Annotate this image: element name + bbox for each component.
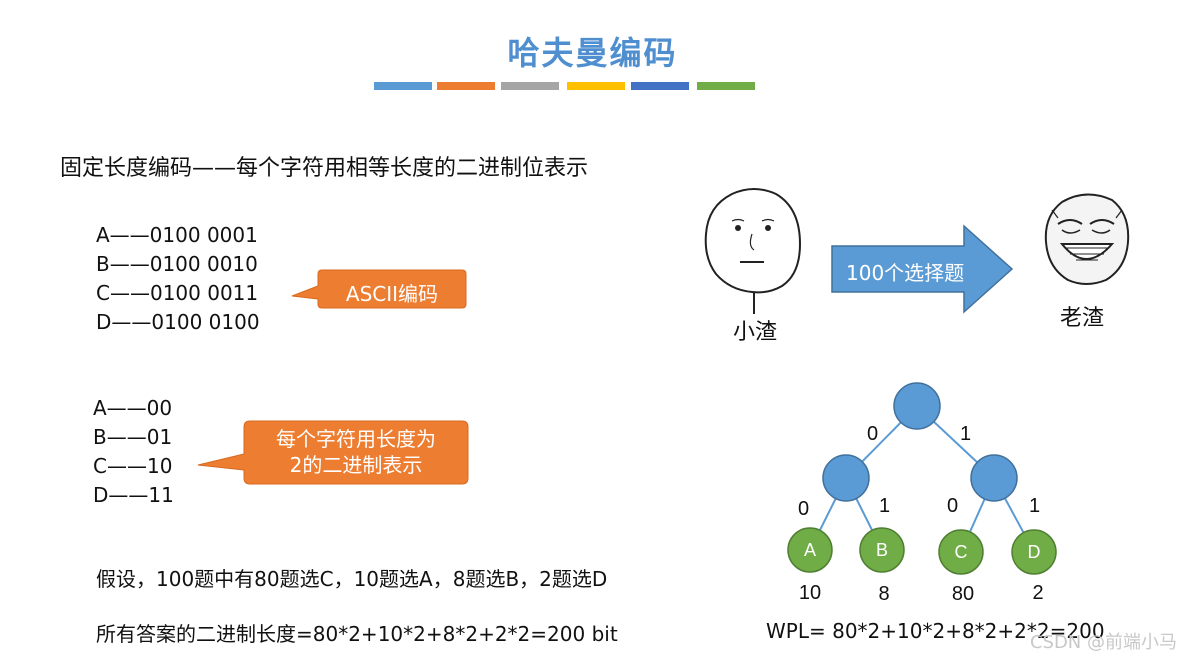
- edge-label-left-right: 1: [879, 495, 890, 517]
- right-face-label: 老渣: [1060, 306, 1105, 331]
- two-bit-callout: 每个字符用长度为 2的二进制表示: [246, 426, 466, 478]
- leaf-weight-d: 2: [1032, 582, 1043, 604]
- short-code-d: D——11: [93, 483, 174, 507]
- huffman-tree: 0 1 0 1 0 1 A B C D 10 8 80 2: [787, 382, 1057, 605]
- ascii-callout-shape: [291, 269, 467, 309]
- ascii-code-list: A——0100 0001 B——0100 0010 C——0100 0011 D…: [96, 221, 260, 337]
- two-bit-callout-line-2: 2的二进制表示: [289, 453, 423, 477]
- leaf-weight-a: 10: [799, 582, 821, 604]
- edge-label-root-left: 0: [867, 423, 878, 445]
- two-bit-callout-line-1: 每个字符用长度为: [276, 427, 436, 451]
- left-internal-node: [822, 454, 870, 502]
- color-stripe-2: [437, 82, 495, 90]
- short-code-list: A——00 B——01 C——10 D——11: [93, 394, 174, 510]
- ascii-callout: ASCII编码: [345, 282, 439, 306]
- leaf-node-c: [938, 529, 984, 575]
- leaf-node-b: [859, 527, 905, 573]
- leaf-letter-d: D: [1028, 542, 1041, 562]
- edge-label-right-right: 1: [1029, 495, 1040, 517]
- leaf-node-a: [787, 527, 833, 573]
- short-code-c: C——10: [93, 454, 173, 478]
- left-face-label: 小渣: [733, 320, 778, 345]
- leaf-weight-b: 8: [878, 583, 889, 605]
- page-title: 哈夫曼编码: [507, 34, 678, 72]
- ascii-code-b: B——0100 0010: [96, 252, 258, 276]
- watermark: CSDN @前端小马: [1029, 632, 1177, 653]
- edge-label-root-right: 1: [960, 423, 971, 445]
- leaf-node-d: [1011, 529, 1057, 575]
- arrow-label: 100个选择题: [846, 261, 965, 285]
- color-stripe-4: [567, 82, 625, 90]
- fixed-length-heading: 固定长度编码——每个字符用相等长度的二进制位表示: [60, 156, 589, 181]
- leaf-letter-a: A: [804, 540, 816, 560]
- color-stripe-5: [631, 82, 689, 90]
- color-stripe-3: [501, 82, 559, 90]
- right-internal-node: [970, 454, 1018, 502]
- ascii-code-d: D——0100 0100: [96, 310, 260, 334]
- color-stripe-6: [697, 82, 755, 90]
- two-bit-callout-shape: [197, 420, 469, 485]
- laughing-face-icon: [1044, 193, 1130, 285]
- ascii-code-c: C——0100 0011: [96, 281, 259, 305]
- poker-face-icon: [704, 188, 802, 314]
- short-code-b: B——01: [93, 425, 173, 449]
- total-length-text: 所有答案的二进制长度=80*2+10*2+8*2+2*2=200 bit: [96, 622, 618, 646]
- color-stripe-1: [374, 82, 432, 90]
- leaf-letter-b: B: [876, 540, 888, 560]
- edge-label-right-left: 0: [947, 495, 958, 517]
- ascii-code-a: A——0100 0001: [96, 223, 258, 247]
- leaf-letter-c: C: [955, 542, 968, 562]
- short-code-a: A——00: [93, 396, 173, 420]
- wpl-formula: WPL= 80*2+10*2+8*2+2*2=200: [766, 619, 1105, 643]
- root-node: [893, 382, 941, 430]
- assumption-text: 假设，100题中有80题选C，10题选A，8题选B，2题选D: [96, 567, 608, 591]
- leaf-weight-c: 80: [952, 583, 974, 605]
- arrow-shape: [831, 224, 1014, 314]
- edge-label-left-left: 0: [798, 498, 809, 520]
